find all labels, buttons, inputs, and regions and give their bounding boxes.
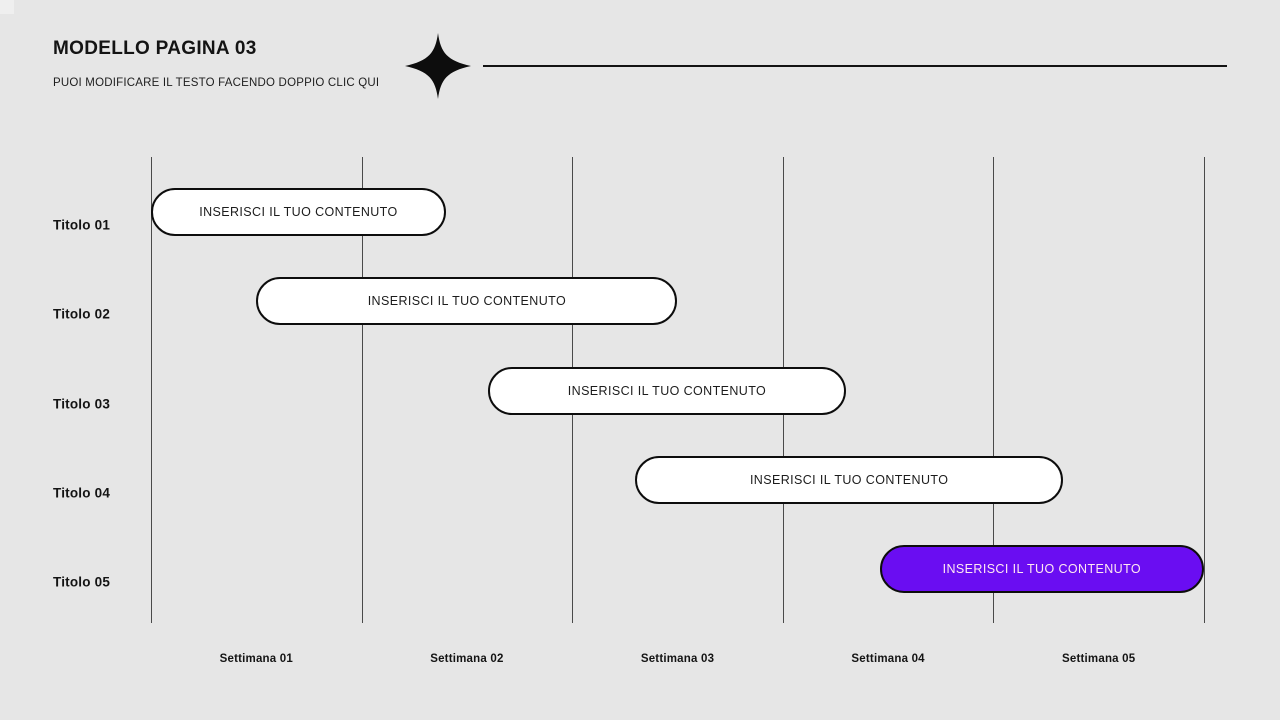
row-label-titolo-03[interactable]: Titolo 03: [53, 396, 111, 411]
gantt-bar-label: INSERISCI IL TUO CONTENUTO: [749, 472, 949, 487]
week-label-settimana-03[interactable]: Settimana 03: [640, 653, 715, 665]
gantt-bar-label: INSERISCI IL TUO CONTENUTO: [942, 562, 1142, 576]
gantt-bar-label: INSERISCI IL TUO CONTENUTO: [199, 205, 398, 219]
gridline: [361, 157, 363, 623]
gridline: [993, 157, 995, 623]
row-label-titolo-02[interactable]: Titolo 02: [53, 306, 111, 322]
week-label-settimana-02[interactable]: Settimana 02: [430, 653, 504, 665]
gantt-bar-label: INSERISCI IL TUO CONTENUTO: [567, 383, 767, 398]
corner-mark: [0, 0, 14, 14]
row-label-titolo-04[interactable]: Titolo 04: [53, 485, 111, 501]
gantt-bar-label: INSERISCI IL TUO CONTENUTO: [367, 294, 567, 309]
header-divider-line: [483, 65, 1227, 67]
week-label-settimana-01[interactable]: Settimana 01: [219, 653, 293, 665]
week-label-settimana-04[interactable]: Settimana 04: [851, 653, 925, 665]
gantt-bar-row-2[interactable]: INSERISCI IL TUO CONTENUTO: [256, 277, 678, 326]
gantt-bar-row-4[interactable]: INSERISCI IL TUO CONTENUTO: [635, 455, 1063, 504]
gridline: [1204, 157, 1205, 623]
four-point-star-icon: [404, 33, 472, 99]
gantt-bar-row-3[interactable]: INSERISCI IL TUO CONTENUTO: [487, 366, 846, 415]
gantt-bar-row-1[interactable]: INSERISCI IL TUO CONTENUTO: [151, 188, 446, 236]
gantt-bar-row-5[interactable]: INSERISCI IL TUO CONTENUTO: [879, 545, 1204, 593]
row-label-titolo-05[interactable]: Titolo 05: [53, 574, 111, 590]
row-label-titolo-01[interactable]: Titolo 01: [53, 217, 111, 233]
week-label-settimana-05[interactable]: Settimana 05: [1062, 653, 1136, 665]
gridline: [151, 157, 152, 623]
page-title[interactable]: MODELLO PAGINA 03: [53, 38, 257, 59]
page-subtitle[interactable]: PUOI MODIFICARE IL TESTO FACENDO DOPPIO …: [53, 77, 380, 89]
